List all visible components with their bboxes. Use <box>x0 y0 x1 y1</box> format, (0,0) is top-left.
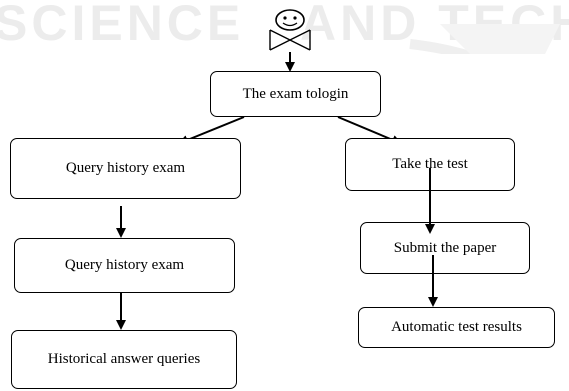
watermark: SCIENCE AND TECHN <box>0 0 569 54</box>
node-submit-the-paper: Submit the paper <box>360 222 530 274</box>
node-exam-login-label: The exam tologin <box>242 85 349 102</box>
node-submit-the-paper-label: Submit the paper <box>393 239 497 256</box>
node-query-history-exam-1: Query history exam <box>10 138 241 199</box>
node-query-history-exam-2: Query history exam <box>14 238 235 293</box>
watermark-text-left: SCIENCE <box>0 0 245 51</box>
node-take-the-test-label: Take the test <box>392 156 468 172</box>
node-query-history-exam-2-label: Query history exam <box>64 257 185 273</box>
node-automatic-test-results-label: Automatic test results <box>391 319 522 335</box>
node-query-history-exam-1-label: Query history exam <box>65 160 186 176</box>
node-automatic-test-results: Automatic test results <box>358 307 555 348</box>
node-historical-answer-queries-label: Historical answer queries <box>47 351 201 367</box>
node-exam-login: The exam tologin <box>210 71 381 117</box>
node-take-the-test: Take the test <box>345 138 515 191</box>
node-historical-answer-queries: Historical answer queries <box>11 330 237 389</box>
watermark-swoosh <box>409 24 560 54</box>
